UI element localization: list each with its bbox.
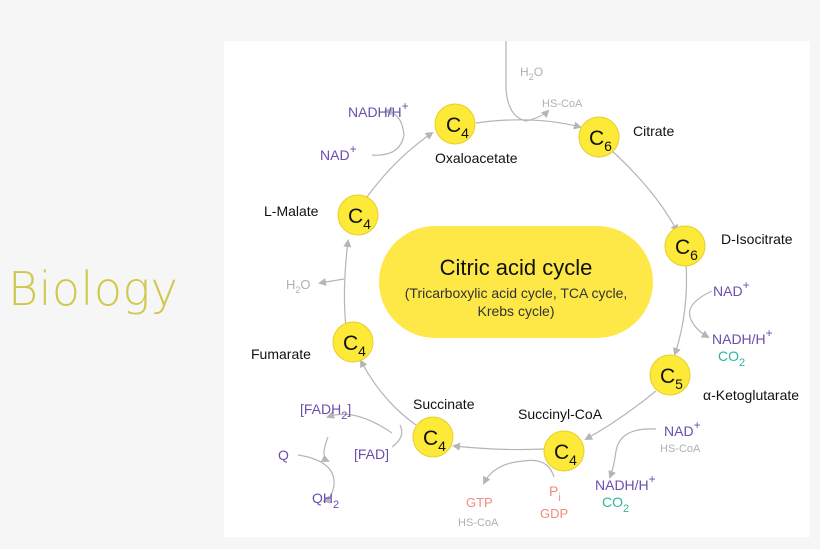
node-succinylcoa: C4 (543, 430, 585, 472)
arrow-fad (391, 424, 403, 448)
arrow-fadh2 (320, 436, 330, 462)
svg-text:C4: C4 (554, 441, 577, 468)
arrow-succinate-to-fumarate (360, 359, 417, 426)
label-citrate: Citrate (633, 123, 674, 139)
arrow-q-qh2 (297, 454, 335, 504)
svg-text:C4: C4 (423, 427, 446, 454)
label-gtp: GTP (466, 495, 493, 510)
arrow-h2o-left (318, 278, 345, 286)
svg-text:C6: C6 (589, 127, 612, 154)
center-subtitle-line1: (Tricarboxylic acid cycle, TCA cycle, (405, 285, 628, 301)
label-oxaloacetate: Oxaloacetate (435, 150, 518, 166)
label-nad-top: NAD+ (320, 142, 357, 163)
arrow-nad-right (688, 290, 713, 318)
label-nad-bottom: NAD+ (664, 418, 701, 439)
node-malate: C4 (337, 194, 379, 236)
diagram-panel: Citric acid cycle (Tricarboxylic acid cy… (224, 41, 810, 537)
label-nadh-right: NADH/H+ (712, 326, 773, 347)
label-isocitrate: D-Isocitrate (721, 231, 793, 247)
label-co2-right: CO2 (718, 348, 745, 369)
node-citrate: C6 (578, 116, 620, 158)
label-succinate: Succinate (413, 396, 475, 412)
label-fadh2: [FADH2] (300, 401, 351, 422)
cycle-arrows (343, 119, 688, 451)
label-pi: Pi (549, 483, 561, 504)
center-subtitle-line2: Krebs cycle) (477, 303, 554, 319)
arrow-isocitrate-to-ketoglutarate (673, 262, 688, 356)
arrow-malate-to-oxaloacetate (363, 131, 434, 202)
arrow-nadh-top (384, 107, 405, 136)
label-top-hscoa: HS-CoA (542, 98, 583, 110)
page-label-biology: Biology (8, 262, 179, 316)
label-qh2: QH2 (312, 490, 339, 511)
svg-text:C6: C6 (675, 236, 698, 263)
svg-text:C4: C4 (343, 332, 366, 359)
arrow-succinylcoa-to-succinate (452, 442, 545, 451)
node-isocitrate: C6 (664, 225, 706, 267)
label-nadh-bottom: NADH/H+ (595, 472, 656, 493)
label-hscoa-gtp: HS-CoA (458, 517, 499, 529)
node-oxaloacetate: C4 (434, 103, 476, 145)
label-fumarate: Fumarate (251, 346, 311, 362)
arrow-top-input (505, 41, 527, 122)
arrow-nad-top (371, 134, 405, 156)
arrow-gtp (483, 460, 525, 485)
label-nad-right: NAD+ (713, 278, 750, 299)
arrow-citrate-to-isocitrate (609, 148, 678, 233)
svg-text:C4: C4 (446, 114, 469, 141)
arrow-fumarate-to-malate (343, 239, 352, 328)
label-co2-bottom: CO2 (602, 494, 629, 515)
label-ketoglutarate: α-Ketoglutarate (703, 387, 799, 403)
center-title: Citric acid cycle (440, 255, 593, 280)
citric-acid-cycle-diagram: Citric acid cycle (Tricarboxylic acid cy… (251, 41, 799, 529)
svg-text:C4: C4 (348, 205, 371, 232)
label-fad: [FAD] (354, 446, 389, 462)
label-succinylcoa: Succinyl-CoA (518, 406, 603, 422)
label-h2o-left: H2O (286, 277, 311, 295)
arrow-fad-to-fadh2 (326, 411, 393, 434)
label-hscoa-bottom: HS-CoA (660, 443, 701, 455)
label-top-h2o: H2O (520, 65, 543, 82)
label-gdp: GDP (540, 506, 568, 521)
arrow-nadh-bottom (608, 450, 617, 479)
arrow-top-hscoa (525, 109, 550, 122)
arrow-nad-bottom (615, 428, 657, 452)
node-succinate: C4 (412, 416, 454, 458)
cofactor-arrows (297, 41, 713, 504)
arrow-ketoglutarate-to-succinylcoa (584, 390, 657, 440)
arrow-pi-gdp (523, 459, 555, 478)
center-pill (379, 226, 653, 338)
label-q: Q (278, 447, 289, 463)
node-fumarate: C4 (332, 321, 374, 363)
label-malate: L-Malate (264, 203, 319, 219)
label-nadh-top: NADH/H+ (348, 99, 409, 120)
node-ketoglutarate: C5 (649, 354, 691, 396)
svg-text:C5: C5 (660, 365, 683, 392)
arrow-nadh-right (689, 316, 710, 338)
